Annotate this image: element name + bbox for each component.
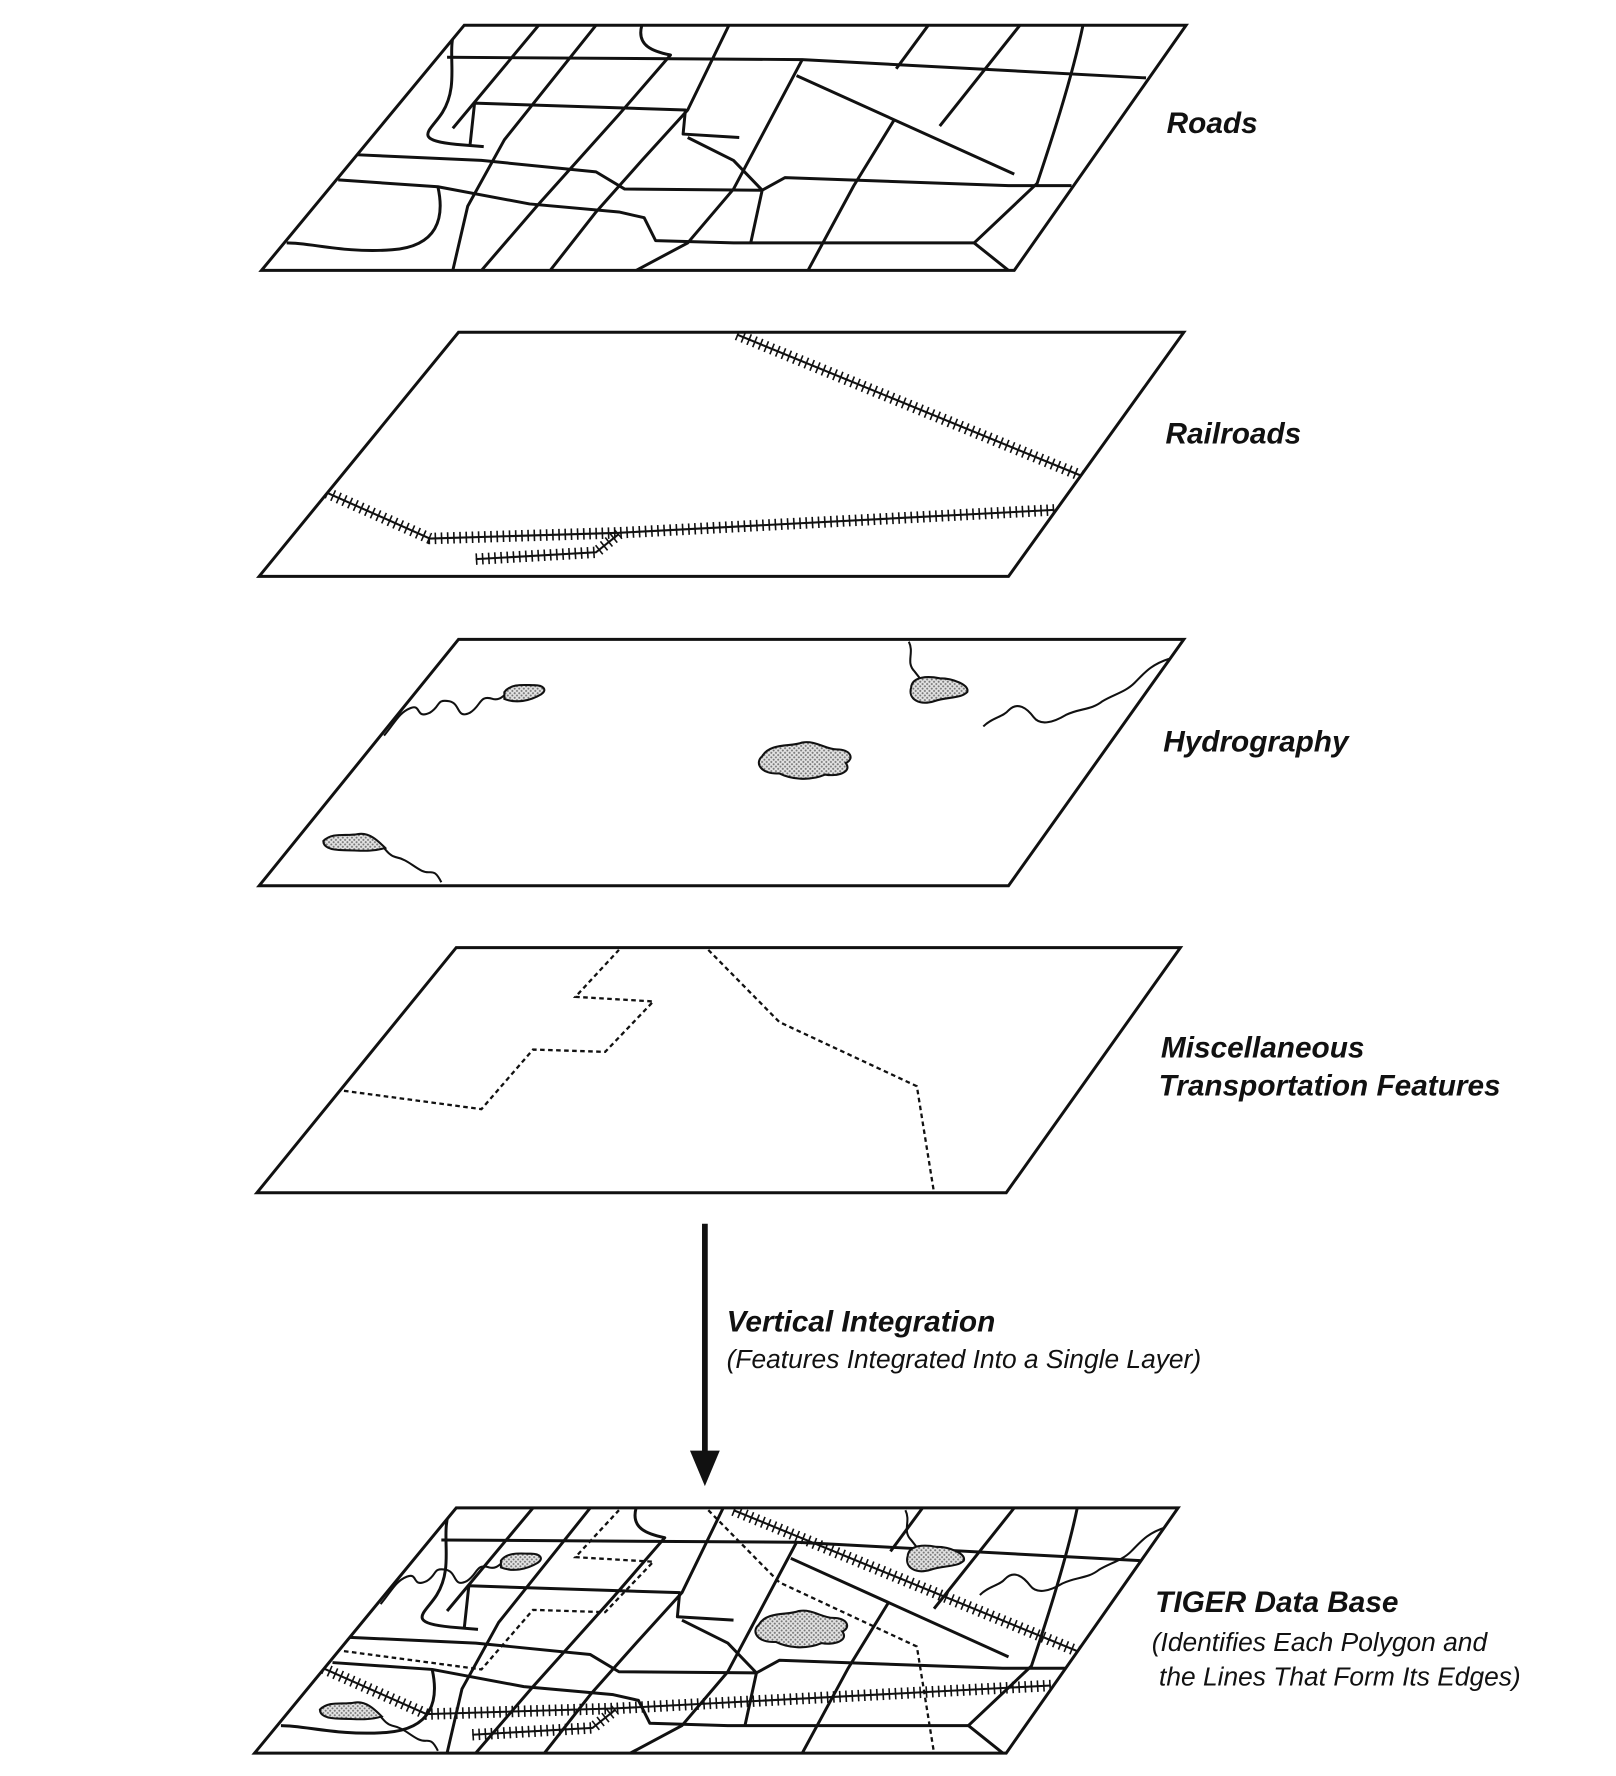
hydrography-label: Hydrography (1163, 726, 1350, 759)
tiger-subtitle-line2: the Lines That Form Its Edges) (1152, 1661, 1521, 1691)
hydrography-layer: Hydrography (256, 637, 1350, 888)
integration-title: Vertical Integration (727, 1305, 996, 1338)
railroads-label: Railroads (1165, 417, 1301, 450)
tiger-database-layer: TIGER Data Base (Identifies Each Polygon… (251, 1506, 1521, 1755)
tiger-title: TIGER Data Base (1155, 1586, 1398, 1619)
integration-subtitle: (Features Integrated Into a Single Layer… (727, 1344, 1201, 1374)
misc-label-line1: Miscellaneous (1161, 1032, 1365, 1065)
integration-arrow (689, 1223, 720, 1487)
tiger-subtitle-line1: (Identifies Each Polygon and (1152, 1627, 1489, 1657)
railroads-layer: Railroads (256, 330, 1301, 578)
misc-transportation-layer: Miscellaneous Transportation Features (253, 946, 1501, 1195)
roads-layer: Roads (258, 23, 1258, 272)
roads-label: Roads (1167, 107, 1258, 140)
misc-label-line2: Transportation Features (1159, 1069, 1501, 1102)
